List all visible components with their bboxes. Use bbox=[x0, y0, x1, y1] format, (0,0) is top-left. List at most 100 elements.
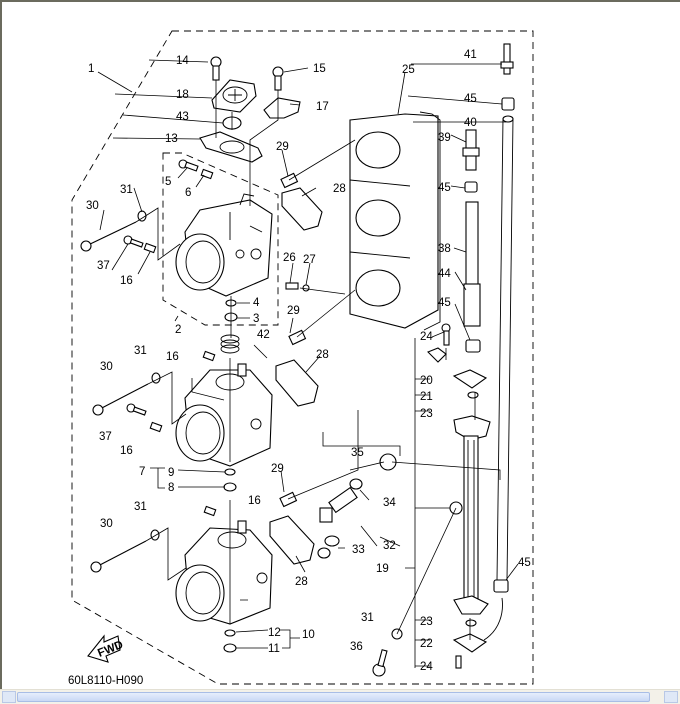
long-bolt-30-upper bbox=[80, 221, 137, 252]
callout-8: 8 bbox=[168, 482, 174, 494]
hose-clamp-45-d bbox=[493, 579, 509, 593]
callout-16-a: 16 bbox=[120, 275, 133, 287]
callout-38: 38 bbox=[438, 243, 451, 255]
scroll-right-button[interactable] bbox=[664, 691, 678, 703]
collar-29-lower bbox=[279, 491, 298, 508]
intake-manifold-25 bbox=[349, 111, 441, 331]
collar-29-upper bbox=[280, 172, 299, 189]
bolt-36 bbox=[372, 649, 388, 677]
hose-clamp-45-b bbox=[464, 181, 478, 193]
callout-28-b: 28 bbox=[316, 349, 329, 361]
hose-clamp-45-c bbox=[465, 339, 481, 353]
callout-5: 5 bbox=[165, 176, 171, 188]
callout-35: 35 bbox=[351, 447, 364, 459]
diagram-canvas: 1 2 3 4 5 6 7 8 9 10 11 12 13 14 15 16 1… bbox=[2, 2, 680, 688]
spring-16-a bbox=[143, 242, 157, 254]
callout-44: 44 bbox=[438, 268, 451, 280]
washer-9 bbox=[224, 468, 236, 476]
callout-30-c: 30 bbox=[100, 518, 113, 530]
callout-39: 39 bbox=[438, 132, 451, 144]
callout-16-b: 16 bbox=[166, 351, 179, 363]
callout-25: 25 bbox=[402, 64, 415, 76]
callout-14: 14 bbox=[176, 55, 189, 67]
hose-sleeve-44 bbox=[463, 283, 481, 327]
clip-27 bbox=[302, 284, 310, 292]
bolt-24-upper bbox=[441, 323, 451, 346]
callout-20: 20 bbox=[420, 375, 433, 387]
bolt-15 bbox=[272, 66, 284, 91]
callout-31-d: 31 bbox=[361, 612, 374, 624]
callout-29-b: 29 bbox=[287, 305, 300, 317]
fitting-39 bbox=[462, 129, 480, 171]
throttle-body-lower bbox=[175, 520, 273, 625]
callout-41: 41 bbox=[464, 49, 477, 61]
pipe-joint-22 bbox=[452, 597, 503, 653]
bracket-17 bbox=[263, 97, 301, 119]
spring-16-b bbox=[202, 350, 216, 362]
spring-16-c bbox=[149, 421, 163, 433]
clamp-20 bbox=[427, 347, 447, 363]
window-frame-left bbox=[0, 0, 2, 703]
washer-12 bbox=[224, 629, 236, 637]
spring-6 bbox=[200, 168, 214, 180]
callout-28-a: 28 bbox=[333, 183, 346, 195]
callout-29-a: 29 bbox=[276, 141, 289, 153]
callout-31-b: 31 bbox=[134, 345, 147, 357]
callout-9: 9 bbox=[168, 467, 174, 479]
callout-40: 40 bbox=[464, 117, 477, 129]
horizontal-scrollbar[interactable] bbox=[0, 689, 680, 704]
callout-32: 32 bbox=[383, 540, 396, 552]
callout-2: 2 bbox=[175, 324, 181, 336]
callout-7: 7 bbox=[139, 466, 145, 478]
nut-11 bbox=[223, 643, 237, 653]
forward-direction-arrow-icon: FWD bbox=[87, 634, 125, 663]
scrollbar-thumb[interactable] bbox=[17, 692, 650, 702]
callout-36: 36 bbox=[350, 641, 363, 653]
hose-clamp-45-a bbox=[501, 97, 515, 111]
washer-31-lower bbox=[150, 529, 160, 541]
spring-42 bbox=[220, 334, 240, 354]
callout-28-c: 28 bbox=[295, 576, 308, 588]
gasket-28-upper bbox=[281, 187, 323, 231]
callout-30-a: 30 bbox=[86, 200, 99, 212]
callout-34: 34 bbox=[383, 497, 396, 509]
parts-diagram: 1 2 3 4 5 6 7 8 9 10 11 12 13 14 15 16 1… bbox=[68, 30, 534, 687]
callout-18: 18 bbox=[176, 89, 189, 101]
callout-43: 43 bbox=[176, 111, 189, 123]
window-frame-top bbox=[0, 0, 680, 2]
callout-3: 3 bbox=[253, 313, 259, 325]
fuel-connector-41 bbox=[500, 43, 514, 75]
assembly-boundary-outline bbox=[71, 30, 534, 685]
o-ring-23-upper bbox=[467, 391, 479, 399]
gasket-28-lower bbox=[269, 515, 315, 565]
callout-11: 11 bbox=[268, 643, 280, 655]
bolt-24-lower bbox=[455, 655, 462, 669]
callout-29-c: 29 bbox=[271, 463, 284, 475]
callout-24-a: 24 bbox=[420, 331, 433, 343]
callout-42: 42 bbox=[257, 329, 270, 341]
o-ring-23-lower bbox=[465, 619, 477, 627]
callout-24-b: 24 bbox=[420, 661, 433, 673]
fuel-pipe-38 bbox=[465, 201, 479, 289]
callout-17: 17 bbox=[316, 101, 329, 113]
callout-19: 19 bbox=[376, 563, 389, 575]
callout-27: 27 bbox=[303, 254, 316, 266]
long-bolt-30-lower bbox=[90, 540, 147, 573]
fuel-rail-19 bbox=[449, 415, 491, 615]
callout-26: 26 bbox=[283, 252, 296, 264]
screw-5 bbox=[178, 159, 199, 172]
o-ring-33 bbox=[317, 535, 340, 559]
callout-23-b: 23 bbox=[420, 616, 433, 628]
callout-45-d: 45 bbox=[518, 557, 531, 569]
callout-31-c: 31 bbox=[134, 501, 147, 513]
gasket-28-middle bbox=[275, 359, 319, 407]
callout-4: 4 bbox=[253, 297, 260, 309]
scroll-left-button[interactable] bbox=[2, 691, 16, 703]
nut-8 bbox=[223, 482, 237, 492]
callout-12: 12 bbox=[268, 627, 281, 639]
callout-16-c: 16 bbox=[120, 445, 133, 457]
sensor-plate-13 bbox=[199, 131, 263, 163]
throttle-body-middle bbox=[175, 363, 273, 467]
subassembly-boundary-outline bbox=[162, 152, 279, 326]
callout-13: 13 bbox=[165, 133, 178, 145]
